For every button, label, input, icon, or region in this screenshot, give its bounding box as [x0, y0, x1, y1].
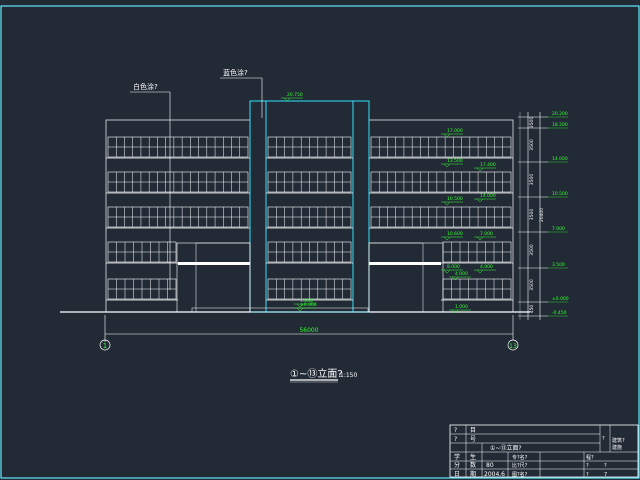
ruler-elevation: -0.450 [552, 310, 567, 316]
tb-r3-c1: 学 [454, 453, 460, 461]
tb-r4-c1: 分 [454, 461, 460, 469]
tb-r5-c1: 日 [454, 471, 460, 478]
right-entrance-inner [368, 242, 424, 313]
top-callout: 蓝色涂? [220, 68, 263, 118]
left-entrance [176, 242, 251, 313]
ruler-elevation: 3.500 [552, 262, 565, 268]
tb-r1-c1: ? [454, 427, 457, 434]
ruler-dim: 3500 [529, 209, 535, 221]
tb-r3-c3: 专?名? [512, 454, 528, 461]
right-elevation-ruler: 20.200 18.200 14.000 10.500 7.000 3.500 ±0.000… [518, 111, 569, 320]
bottom-dimension: 56000 1 13 [99, 315, 519, 351]
tb-right-top2: ? [602, 436, 605, 442]
ruler-elevation: 20.200 [552, 111, 568, 117]
steps [191, 307, 369, 313]
tb-r5-c6: 7 [604, 472, 607, 478]
left-wing-outline [105, 119, 251, 313]
ruler-dim: 3500 [529, 139, 535, 151]
left-canopy [178, 262, 250, 265]
tb-r5-c5: ? [586, 472, 589, 478]
level-label: 17.000 [447, 128, 463, 134]
level-label: ±0.000 [300, 302, 317, 308]
tb-score: 80 [486, 462, 494, 469]
level-label: 1.000 [455, 304, 468, 310]
tb-r1-c2: 目 [470, 427, 476, 434]
tb-r5-c2: 期 [470, 470, 476, 478]
ruler-elevation: 14.000 [552, 156, 568, 162]
level-label: 13.500 [447, 158, 463, 164]
total-length-dim: 56000 [299, 327, 318, 334]
tb-r4-c6: ? [604, 463, 607, 469]
axis-label-13: 13 [509, 343, 517, 350]
callout-blue-paint: 蓝色涂? [223, 68, 248, 77]
ruler-elevation: 18.200 [552, 122, 568, 128]
level-label: 4.000 [480, 264, 493, 270]
tb-r3-c4: 程? [586, 454, 594, 461]
ruler-elevation: ±0.000 [552, 296, 569, 302]
level-label: 4.000 [455, 271, 468, 277]
axis-bubble-13 [507, 339, 519, 351]
drawing-frame-inner [0, 5, 640, 479]
level-label: 7.000 [480, 231, 493, 237]
axis-label-1: 1 [103, 342, 107, 350]
ruler-dim: 450 [529, 305, 535, 314]
ruler-dim: 3500 [529, 174, 535, 186]
right-canopy [369, 262, 441, 265]
view-title: ①~⑬立面? [290, 367, 343, 380]
level-label: 14.000 [480, 193, 496, 199]
ruler-total: 20400 [539, 208, 545, 222]
axis-bubble-1 [99, 339, 111, 351]
ruler-dim: 3500 [529, 279, 535, 291]
tb-r4-c2: 数 [470, 461, 476, 469]
callout-white-paint: 白色涂? [133, 82, 158, 91]
left-entrance-inner [195, 242, 251, 313]
level-label: 8.000 [447, 264, 460, 270]
view-title-group: ①~⑬立面? 1:150 [290, 367, 357, 383]
tb-date: 2004.6 [484, 471, 505, 478]
right-wing-outline [368, 119, 514, 313]
tb-right-mid: 建施 [612, 444, 622, 451]
left-callout: 白色涂? [130, 82, 171, 290]
tb-r2-c2: 号 [470, 436, 476, 443]
right-entrance [368, 242, 444, 313]
ruler-dim: 3500 [529, 117, 535, 129]
central-pier-left [249, 100, 267, 313]
view-scale: 1:150 [340, 372, 357, 379]
tb-right-top: 建筑? [612, 437, 625, 444]
tb-r4-c5: ? [586, 463, 589, 469]
level-label: 17.400 [480, 162, 496, 168]
tb-r5-c4: 图?名? [512, 471, 528, 478]
title-block: ? 目 ? 号 ①~⑬立面? 学 生 专?名? 程? 分 数 80 比?尺? ?… [449, 424, 639, 478]
tb-r2-c1: ? [454, 436, 457, 443]
central-pier-right [352, 100, 370, 313]
ruler-dim: 3500 [529, 244, 535, 256]
level-label: 1.000 [300, 298, 313, 304]
building-elevation: 20.750 17.000 13.500 17.400 14.000 10.500 10.6… [60, 92, 530, 314]
level-label: 20.750 [287, 92, 303, 98]
level-label: 10.500 [447, 196, 463, 202]
level-label: 10.600 [447, 231, 463, 237]
ruler-elevation: 10.500 [552, 191, 568, 197]
ruler-elevation: 7.000 [552, 226, 565, 232]
tb-sheet-title: ①~⑬立面? [490, 444, 522, 452]
tb-r3-c2: 生 [470, 453, 476, 461]
tb-r4-c4: 比?尺? [512, 462, 528, 469]
